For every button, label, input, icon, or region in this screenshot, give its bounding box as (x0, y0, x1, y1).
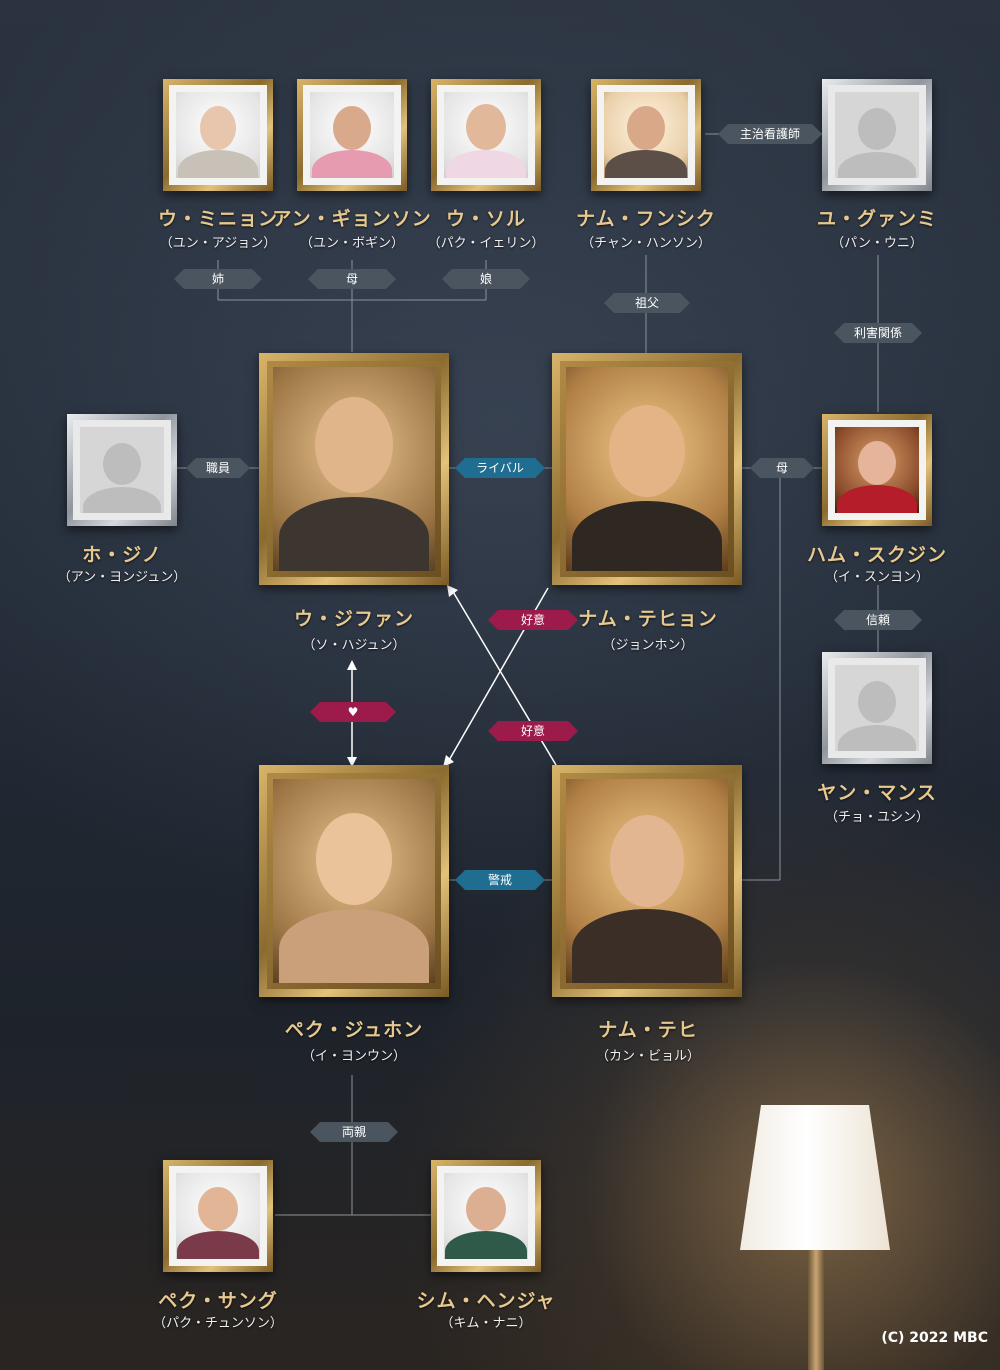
relation-rival: ライバル (455, 458, 545, 478)
actor-nam-tehyon: （ジョンホン） (602, 638, 694, 653)
actor-wu-sol: （パク・イェリン） (427, 236, 545, 251)
name-an-gyonson: アン・ギョンソン (272, 208, 432, 230)
name-nam-funshik: ナム・フンシク (576, 208, 716, 230)
actor-yu-gwanmi: （パン・ウニ） (831, 236, 923, 251)
relation-grandfather: 祖父 (604, 293, 690, 313)
name-wu-sol: ウ・ソル (445, 208, 526, 230)
relation-daughter: 娘 (442, 269, 530, 289)
relation-interest: 利害関係 (834, 323, 922, 343)
relation-parents: 両親 (310, 1122, 398, 1142)
portrait-wu-minyon (163, 79, 273, 191)
relation-trust: 信頼 (834, 610, 922, 630)
actor-an-gyonson: （ユン・ボギン） (299, 236, 404, 251)
portrait-nam-tehyon (552, 353, 742, 585)
relation-caution: 警戒 (455, 870, 545, 890)
actor-shim-henja: （キム・ナニ） (440, 1316, 532, 1331)
name-nam-tehi: ナム・テヒ (598, 1019, 698, 1041)
portrait-ham-sukjin (822, 414, 932, 526)
actor-ho-jino: （アン・ヨンジュン） (57, 570, 187, 585)
portrait-yan-mansu (822, 652, 932, 764)
portrait-nam-tehi (552, 765, 742, 997)
name-wu-jifan: ウ・ジファン (293, 608, 414, 630)
relation-mother-2: 母 (750, 458, 814, 478)
lamp-stem (808, 1250, 824, 1370)
actor-wu-jifan: （ソ・ハジュン） (302, 638, 406, 653)
name-pek-sangu: ペク・サング (158, 1290, 278, 1312)
actor-pek-sangu: （パク・チュンソン） (153, 1316, 283, 1331)
name-wu-minyon: ウ・ミニョン (157, 208, 278, 230)
name-pek-juhon: ペク・ジュホン (284, 1019, 424, 1041)
actor-yan-mansu: （チョ・ユシン） (824, 810, 929, 825)
portrait-nam-funshik (591, 79, 701, 191)
name-shim-henja: シム・ヘンジャ (416, 1290, 556, 1312)
portrait-wu-sol (431, 79, 541, 191)
portrait-ho-jino (67, 414, 177, 526)
name-ho-jino: ホ・ジノ (82, 544, 162, 566)
actor-wu-minyon: （ユン・アジョン） (159, 236, 277, 251)
name-ham-sukjin: ハム・スクジン (806, 544, 947, 566)
portrait-yu-gwanmi (822, 79, 932, 191)
name-nam-tehyon: ナム・テヒョン (578, 608, 718, 630)
portrait-an-gyonson (297, 79, 407, 191)
lamp-shade (740, 1105, 890, 1250)
relation-liking-1: 好意 (488, 610, 578, 630)
portrait-shim-henja (431, 1160, 541, 1272)
portrait-wu-jifan (259, 353, 449, 585)
relation-mother: 母 (308, 269, 396, 289)
name-yu-gwanmi: ユ・グァンミ (816, 208, 937, 230)
relation-employee: 職員 (186, 458, 250, 478)
actor-nam-tehi: （カン・ビョル） (595, 1049, 700, 1064)
portrait-pek-juhon (259, 765, 449, 997)
relation-nurse: 主治看護師 (718, 124, 822, 144)
name-yan-mansu: ヤン・マンス (817, 782, 937, 804)
actor-ham-sukjin: （イ・スンヨン） (824, 570, 929, 585)
actor-pek-juhon: （イ・ヨンウン） (301, 1049, 406, 1064)
relation-sister: 姉 (174, 269, 262, 289)
portrait-pek-sangu (163, 1160, 273, 1272)
relation-liking-2: 好意 (488, 721, 578, 741)
copyright: (C) 2022 MBC (881, 1330, 988, 1346)
actor-nam-funshik: （チャン・ハンソン） (581, 236, 711, 251)
relation-heart: ♥ (310, 702, 396, 722)
